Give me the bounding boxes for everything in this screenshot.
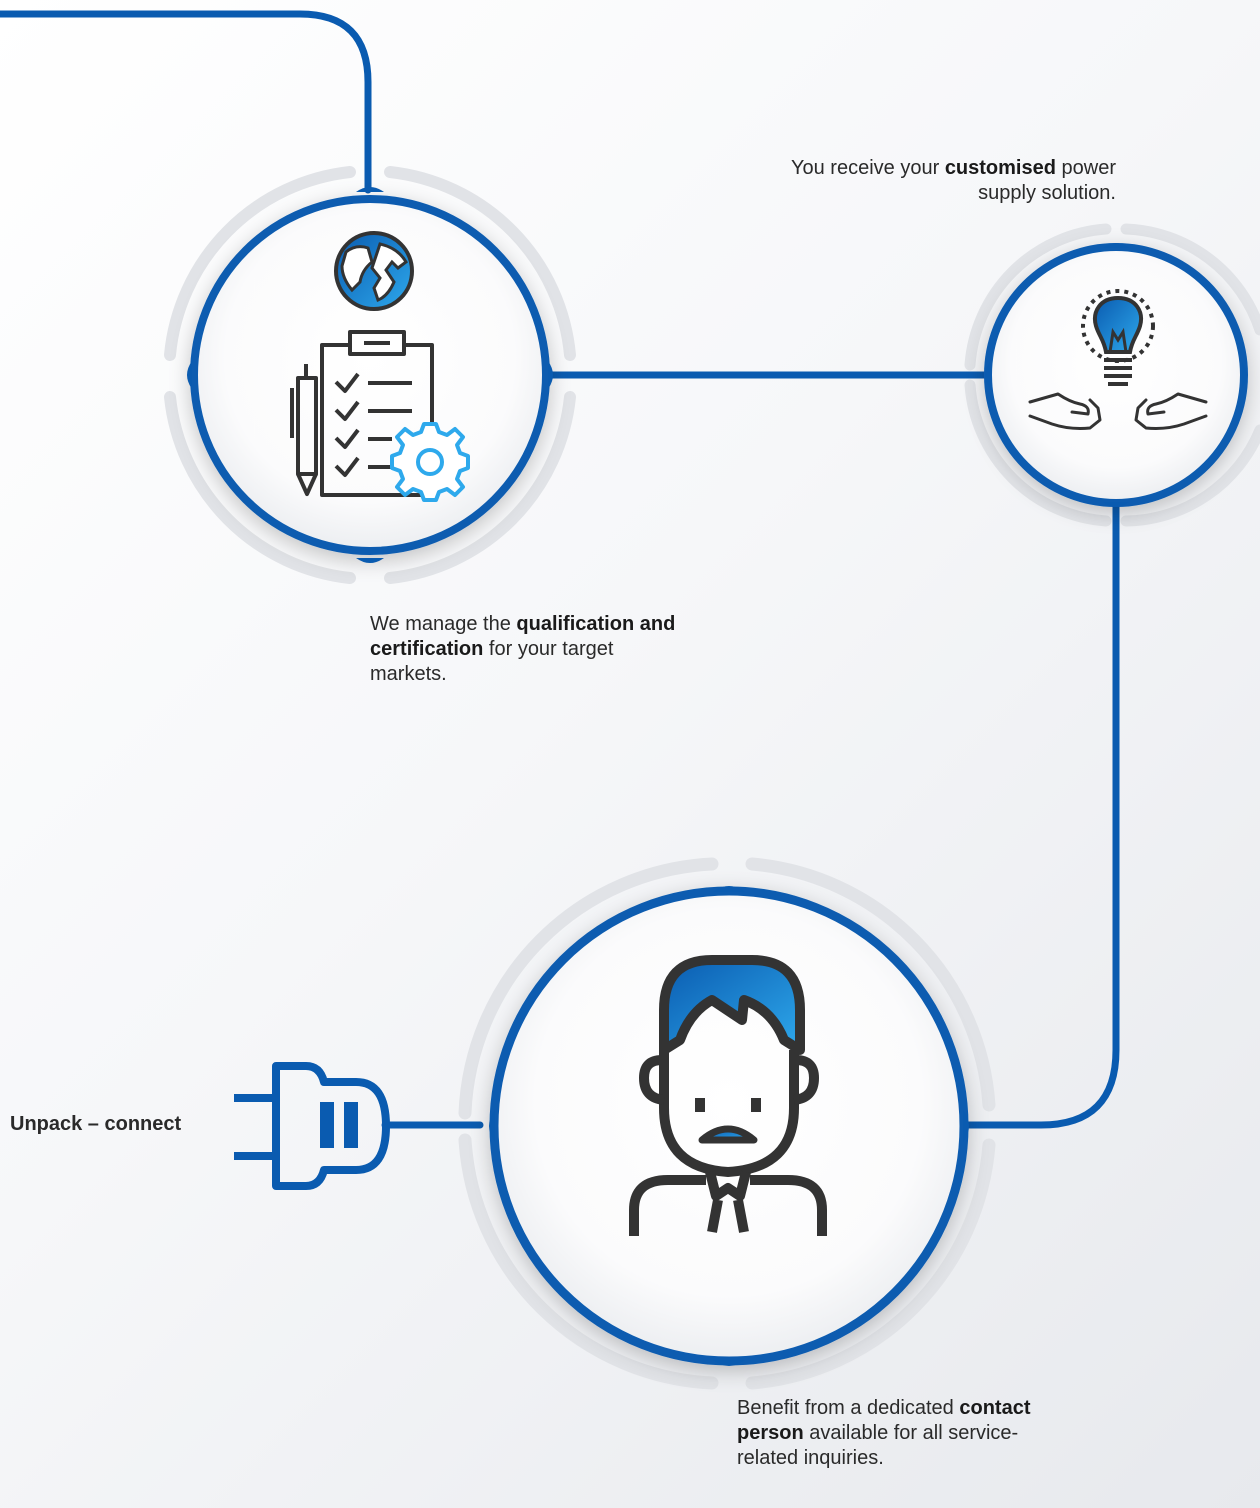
outer-ring-segment: [164, 391, 356, 584]
lightbulb-icon: [1081, 289, 1155, 386]
outer-ring-segment: [384, 391, 576, 584]
connector-top-left: [0, 10, 372, 194]
pen-icon: [290, 364, 318, 496]
clipboard-checklist-icon: [320, 330, 434, 497]
caption-text: You receive your: [791, 157, 945, 179]
caption-highlight: qualification and certification: [370, 613, 676, 660]
globe-icon: [334, 231, 414, 311]
contact-node: [458, 857, 996, 1390]
qualification-node: [164, 166, 576, 584]
step-caption-solution: You receive your customised power supply…: [760, 156, 1116, 206]
hands-icon: [1028, 392, 1208, 430]
connector-solution-to-contact: [964, 501, 1120, 1129]
caption-text: for your target markets.: [370, 638, 614, 685]
power-plug-icon: [234, 1062, 390, 1190]
solution-node: [964, 223, 1260, 527]
gear-icon: [390, 422, 470, 502]
connector-lines: [0, 10, 1120, 1129]
step-caption-qualification: We manage the qualification and certific…: [370, 612, 680, 687]
step-caption-contact: Benefit from a dedicated contact person …: [737, 1396, 1037, 1471]
caption-highlight: customised: [944, 157, 1056, 179]
caption-text: power supply solution.: [978, 157, 1116, 204]
caption-text: We manage the: [370, 613, 517, 635]
outer-ring-segment: [164, 166, 356, 361]
outer-ring-segment: [384, 166, 576, 361]
step-caption-unpack: Unpack – connect: [10, 1113, 182, 1135]
caption-highlight: contact person: [737, 1397, 1031, 1444]
contact-person-icon: [629, 955, 827, 1236]
caption-text: Benefit from a dedicated: [737, 1397, 960, 1419]
caption-text: available for all service-related inquir…: [737, 1422, 1019, 1469]
